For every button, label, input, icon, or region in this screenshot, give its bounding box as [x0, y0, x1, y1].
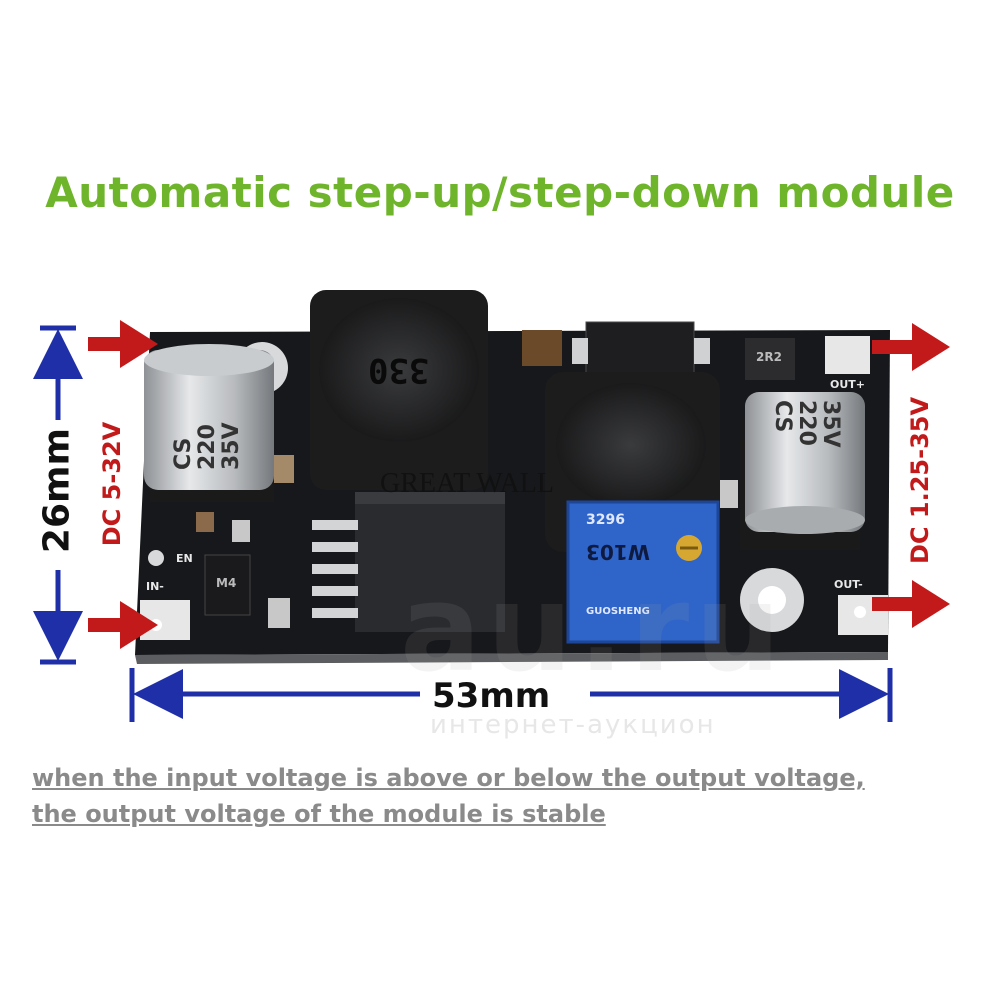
- pot-marking-model: 3296: [586, 512, 625, 528]
- silk-out-minus: OUT-: [834, 578, 863, 591]
- arrow-right-icon: [912, 323, 950, 371]
- regulator-ic: [355, 492, 505, 632]
- smd-capacitor: [522, 330, 562, 366]
- cap-marking-line: CS: [770, 400, 795, 433]
- width-dimension: [129, 668, 893, 722]
- description-line: when the input voltage is above or below…: [32, 764, 865, 792]
- output-arrows: [872, 323, 950, 628]
- silk-in-minus: IN-: [146, 580, 164, 593]
- input-voltage-label: DC 5-32V: [98, 421, 126, 547]
- potentiometer: [566, 500, 720, 644]
- page-title: Automatic step-up/step-down module: [45, 168, 955, 217]
- cap-marking-line: 220: [794, 400, 819, 446]
- silk-en: EN: [176, 552, 193, 565]
- watermark-subtitle: интернет-аукцион: [430, 710, 716, 740]
- capacitor-left-marking: CS 220 35V: [171, 360, 244, 470]
- input-arrows: [88, 320, 158, 649]
- silk-diode: M4: [216, 576, 237, 590]
- height-label: 26mm: [36, 427, 78, 554]
- cap-marking-line: 220: [195, 424, 220, 470]
- silk-out-plus: OUT+: [830, 378, 866, 391]
- cap-marking-line: CS: [171, 437, 196, 470]
- description-line: the output voltage of the module is stab…: [32, 800, 606, 828]
- height-dimension: [33, 325, 83, 665]
- arrow-right-icon: [912, 580, 950, 628]
- arrow-right-icon: [120, 601, 158, 649]
- pot-marking-brand: GUOSHENG: [586, 606, 650, 617]
- diode-chip: [585, 321, 695, 379]
- width-label: 53mm: [432, 676, 551, 716]
- description: when the input voltage is above or below…: [32, 760, 982, 832]
- silk-inductor-small: 2R2: [756, 350, 782, 364]
- brand-label: GREAT WALL: [380, 468, 554, 499]
- inductor-left-marking: 330: [368, 350, 430, 390]
- output-plus-pad: [825, 336, 870, 374]
- cap-marking-line: 35V: [818, 400, 843, 448]
- arrow-right-icon: [120, 320, 158, 368]
- output-voltage-label: DC 1.25-35V: [906, 396, 934, 564]
- inductor-left: [310, 290, 488, 490]
- capacitor-left: [144, 344, 274, 502]
- cap-marking-line: 35V: [219, 422, 244, 470]
- capacitor-right-marking: 35V 220 CS: [770, 400, 843, 448]
- small-inductor: [745, 338, 795, 380]
- capacitor-right: [740, 392, 865, 550]
- watermark: au.ru: [400, 560, 787, 699]
